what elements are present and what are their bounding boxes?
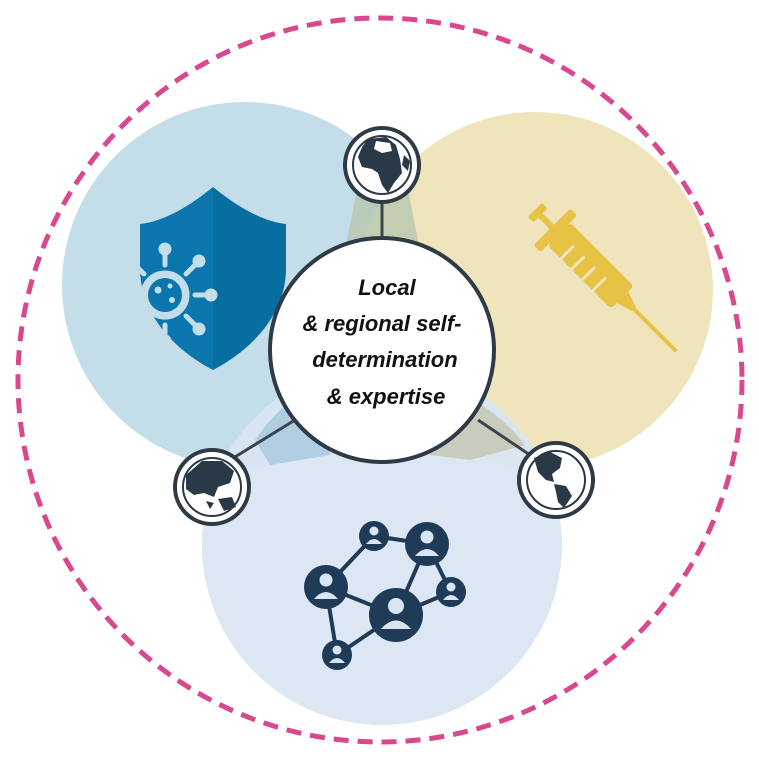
connector-right	[477, 418, 531, 457]
center-line-2: & regional self-	[302, 311, 461, 336]
globe-asia-oceania-icon	[173, 448, 251, 526]
network-node	[304, 565, 348, 609]
network-node	[359, 521, 389, 551]
center-line-1: Local	[358, 275, 416, 300]
network-node	[436, 577, 466, 607]
center-line-3: determination	[312, 347, 457, 372]
center-line-4: & expertise	[327, 384, 446, 409]
outer-dashed-boundary	[15, 15, 745, 745]
svg-text:Local & regional self-: Local & regional self- determination & e…	[302, 275, 467, 409]
globe-africa-europe-icon	[343, 126, 421, 204]
network-node	[322, 640, 352, 670]
connector-left	[229, 418, 296, 462]
center-concept: Local & regional self- determination & e…	[268, 236, 496, 464]
syringe-icon	[528, 203, 678, 353]
shield-virus-icon	[112, 187, 286, 370]
network-node	[405, 522, 449, 566]
globe-americas-icon	[517, 441, 595, 519]
network-node-hub	[369, 588, 423, 642]
people-network-icon	[304, 521, 466, 670]
